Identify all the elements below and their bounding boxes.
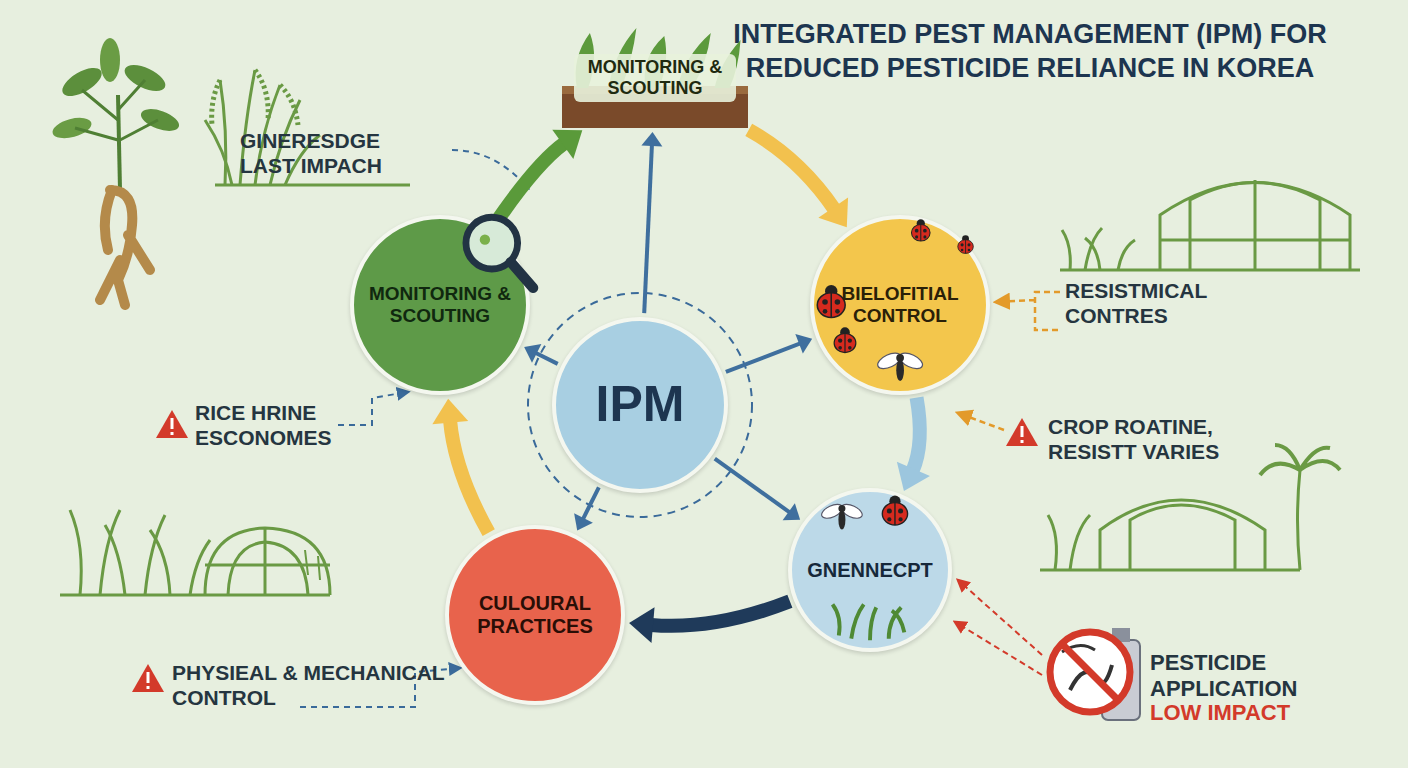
leader-line [955, 622, 1042, 675]
stage-circle: GNENNECPT [788, 488, 952, 652]
arrowhead [552, 130, 582, 159]
arrowhead [897, 462, 930, 491]
node-text-group: BIELOFITIAL CONTROL [825, 283, 975, 327]
node-text-group: IPM [596, 376, 685, 434]
arrowhead [783, 503, 800, 520]
diagram-title: INTEGRATED PEST MANAGEMENT (IPM) FOR RED… [700, 18, 1360, 86]
node-label: MONITORING & SCOUTING [574, 54, 736, 101]
connector-line [749, 130, 835, 209]
ginseng-plant [50, 38, 182, 305]
leader-line [452, 150, 528, 188]
connector-arrow [641, 132, 662, 313]
connector-arrow [432, 399, 488, 533]
leader-line [958, 580, 1042, 655]
connector-line [535, 352, 558, 363]
leader-line [996, 292, 1060, 330]
node-label: CULOURAL PRACTICES [460, 592, 610, 638]
connector-line [726, 343, 801, 372]
connector-line [583, 487, 599, 520]
connector-arrow [726, 334, 812, 372]
connector-arrow [524, 344, 558, 364]
stage-circle: BIELOFITIAL CONTROL [810, 215, 990, 395]
arrowhead [641, 132, 662, 146]
callout-label: RESISTMICAL CONTRES [1065, 278, 1265, 328]
connector-line [644, 144, 652, 313]
node-label: IPM [596, 376, 685, 434]
node-text-group: MONITORING & SCOUTING [574, 54, 736, 101]
connector-arrow [574, 487, 599, 530]
connector-arrow [897, 398, 930, 491]
connector-line [651, 601, 790, 626]
connector-arrow [715, 459, 800, 521]
callout-label: LOW IMPACT [1150, 700, 1360, 726]
crops-greenhouse [60, 510, 330, 595]
arrowhead [795, 334, 812, 354]
node-label: GNENNECPT [807, 559, 933, 582]
connector-line [913, 398, 920, 471]
connector-arrow [493, 130, 583, 227]
arrowhead [432, 399, 468, 424]
node-text-group: MONITORING & SCOUTING [365, 283, 515, 327]
process-box: MONITORING & SCOUTING [562, 28, 748, 128]
stage-circle: CULOURAL PRACTICES [445, 525, 626, 706]
connector-arrow [749, 130, 848, 227]
greenhouse-palm [1040, 445, 1340, 570]
stage-circle: MONITORING & SCOUTING [350, 215, 530, 395]
arrowhead [524, 344, 541, 363]
callout-label: PESTICIDE APPLICATION [1150, 650, 1360, 703]
callout-label: CROP ROATINE, RESISTT VARIES [1048, 414, 1288, 464]
callout-label: PHYSIEAL & MECHANICAL CONTROL [172, 660, 482, 710]
node-label: BIELOFITIAL CONTROL [825, 283, 975, 327]
connector-line [493, 143, 565, 227]
arrowhead [629, 607, 654, 643]
stage-circle: IPM [552, 317, 728, 493]
arrowhead [574, 513, 593, 530]
no-pesticide-icon [1050, 628, 1140, 720]
node-text-group: CULOURAL PRACTICES [460, 592, 610, 638]
node-text-group: GNENNECPT [807, 559, 933, 582]
leader-line [958, 413, 1004, 430]
connector-line [715, 459, 791, 513]
greenhouse [1060, 180, 1360, 270]
connector-line [450, 421, 489, 533]
leader-line [338, 392, 408, 425]
node-label: MONITORING & SCOUTING [365, 283, 515, 327]
connector-arrow [629, 601, 790, 643]
callout-label: GINERESDGE LAST IMPACH [240, 128, 440, 178]
arrowhead [818, 197, 848, 227]
callout-label: RICE HRINE ESCONOMES [195, 400, 345, 450]
